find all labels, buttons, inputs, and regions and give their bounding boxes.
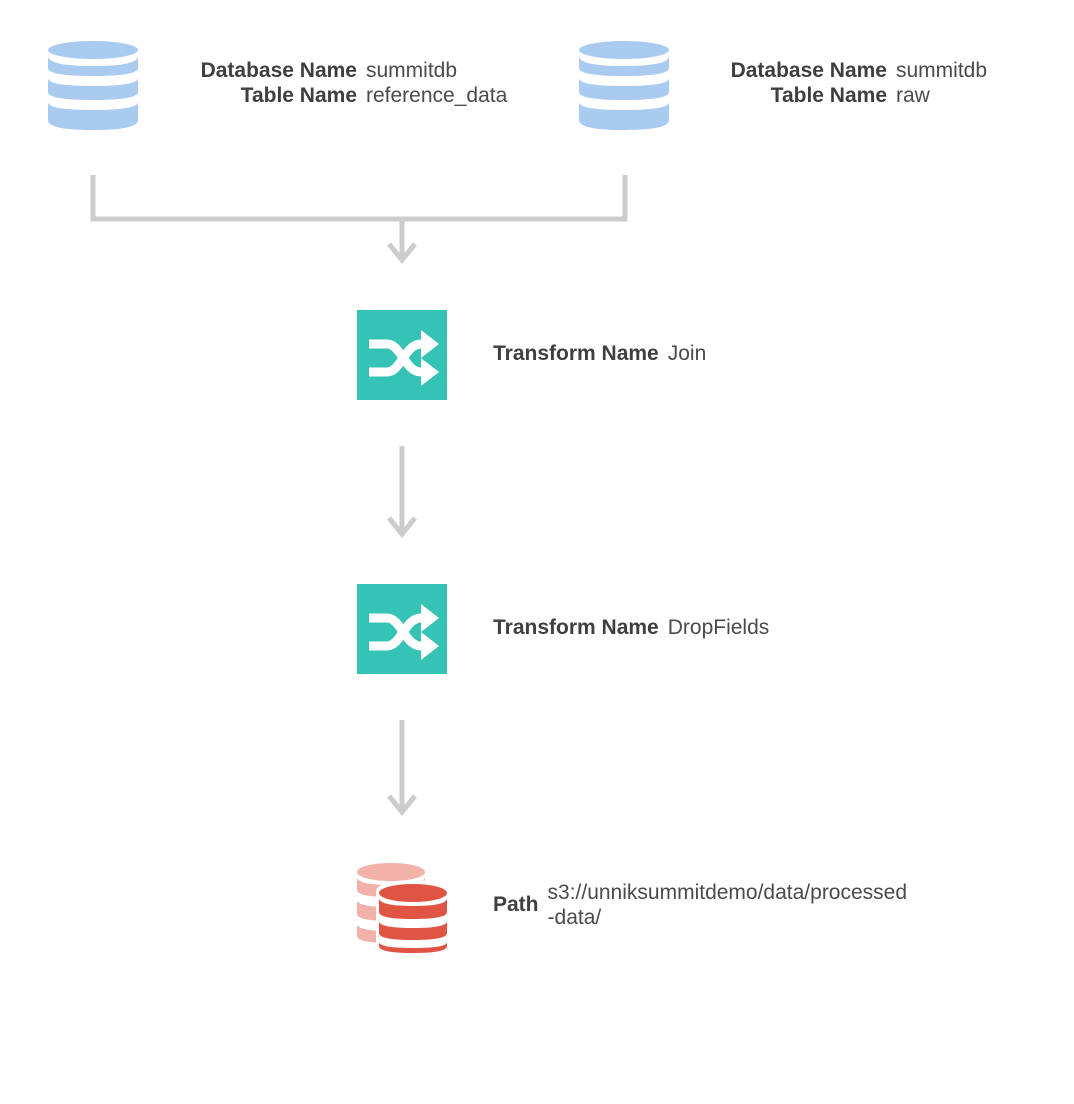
database-name-key: Database Name bbox=[730, 59, 887, 82]
database-name-value: summitdb bbox=[896, 59, 988, 82]
transform-labels-1: Transform Name Join bbox=[493, 341, 706, 366]
database-icon bbox=[48, 41, 138, 130]
transform-labels-2: Transform Name DropFields bbox=[493, 615, 769, 640]
transform-name-value: Join bbox=[667, 342, 707, 365]
s3-stack-icon bbox=[357, 863, 449, 953]
transform-name-value: DropFields bbox=[667, 616, 770, 639]
shuffle-icon bbox=[357, 584, 447, 674]
path-value: s3://unniksummitdemo/data/processed-data… bbox=[547, 881, 908, 929]
merge-connector bbox=[90, 175, 628, 222]
transform-name-key: Transform Name bbox=[493, 342, 659, 365]
table-name-value: reference_data bbox=[366, 84, 508, 107]
arrowhead-to-join bbox=[387, 242, 417, 264]
table-name-key: Table Name bbox=[770, 84, 887, 107]
source-labels-1: Database Name summitdb Table Name refere… bbox=[160, 58, 508, 108]
path-key: Path bbox=[493, 893, 539, 916]
database-icon bbox=[579, 41, 669, 130]
arrowhead-to-target bbox=[387, 794, 417, 816]
shuffle-icon bbox=[357, 310, 447, 400]
database-name-key: Database Name bbox=[200, 59, 357, 82]
table-name-key: Table Name bbox=[240, 84, 357, 107]
database-name-value: summitdb bbox=[366, 59, 458, 82]
target-labels: Path s3://unniksummitdemo/data/processed… bbox=[493, 880, 908, 930]
transform-name-key: Transform Name bbox=[493, 616, 659, 639]
arrowhead-to-dropfields bbox=[387, 516, 417, 538]
table-name-value: raw bbox=[896, 84, 930, 107]
source-labels-2: Database Name summitdb Table Name raw bbox=[690, 58, 987, 108]
